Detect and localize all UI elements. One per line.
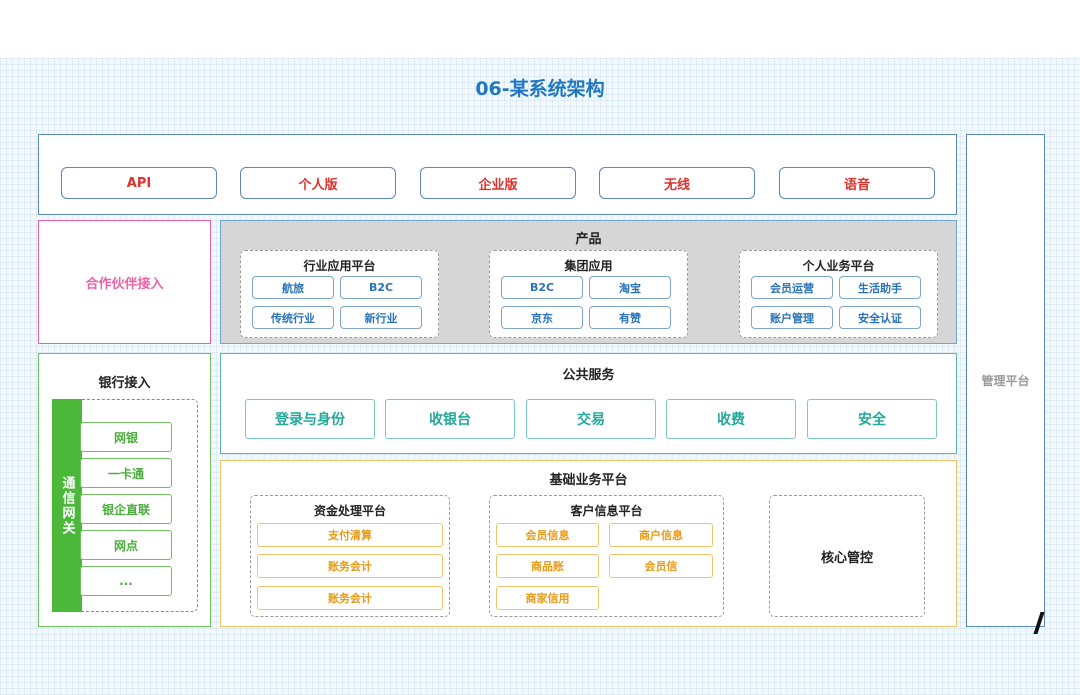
chip-jd: 京东 xyxy=(501,306,583,329)
channel-voice: 语音 xyxy=(779,167,935,199)
bank-access-box: 银行接入 通信网关 网银 一卡通 银企直联 网点 ... xyxy=(38,353,211,627)
management-label: 管理平台 xyxy=(981,374,1030,388)
personal-platform: 个人业务平台 会员运营 生活助手 账户管理 安全认证 xyxy=(739,250,938,338)
bank-item-branch: 网点 xyxy=(80,530,172,560)
funds-item-clearing: 支付清算 xyxy=(257,523,443,547)
chip-traditional: 传统行业 xyxy=(252,306,334,329)
management-platform: 管理平台 xyxy=(966,134,1045,627)
gateway-bar: 通信网关 xyxy=(52,399,82,612)
customer-platform-title: 客户信息平台 xyxy=(570,504,643,518)
bank-access-title: 银行接入 xyxy=(98,376,151,391)
customer-item-member: 会员信息 xyxy=(496,523,599,547)
public-services-layer: 公共服务 登录与身份 收银台 交易 收费 安全 xyxy=(220,353,957,454)
chip-hanglv: 航旅 xyxy=(252,276,334,299)
page-title: 06-某系统架构 xyxy=(475,78,605,100)
funds-platform-title: 资金处理平台 xyxy=(313,504,386,518)
svc-cashier: 收银台 xyxy=(385,399,515,439)
partner-access-label: 合作伙伴接入 xyxy=(85,276,164,292)
funds-item-accounting-2: 账务会计 xyxy=(257,586,443,610)
chip-security-auth: 安全认证 xyxy=(839,306,921,329)
bank-item-netbank: 网银 xyxy=(80,422,172,452)
product-title: 产品 xyxy=(575,232,602,247)
base-platform-layer: 基础业务平台 资金处理平台 支付清算 账务会计 账务会计 客户信息平台 会员信息… xyxy=(220,460,957,627)
personal-platform-title: 个人业务平台 xyxy=(802,259,875,273)
bank-item-card: 一卡通 xyxy=(80,458,172,488)
customer-item-credit: 商家信用 xyxy=(496,586,599,610)
group-apps: 集团应用 B2C 淘宝 京东 有赞 xyxy=(489,250,688,338)
chip-b2c: B2C xyxy=(340,276,422,299)
channel-wireless: 无线 xyxy=(599,167,755,199)
core-control: 核心管控 xyxy=(769,495,925,617)
industry-platform: 行业应用平台 航旅 B2C 传统行业 新行业 xyxy=(240,250,439,338)
svc-security: 安全 xyxy=(807,399,937,439)
svc-trade: 交易 xyxy=(526,399,656,439)
channel-layer: API 个人版 企业版 无线 语音 xyxy=(38,134,957,215)
core-control-label: 核心管控 xyxy=(820,550,873,566)
chip-account-mgmt: 账户管理 xyxy=(751,306,833,329)
svc-login: 登录与身份 xyxy=(245,399,375,439)
chip-new-industry: 新行业 xyxy=(340,306,422,329)
funds-item-accounting-1: 账务会计 xyxy=(257,554,443,578)
customer-platform: 客户信息平台 会员信息 商户信息 商品账 会员信 商家信用 xyxy=(489,495,724,617)
partner-access-box: 合作伙伴接入 xyxy=(38,220,211,344)
chip-youzan: 有赞 xyxy=(589,306,671,329)
product-layer: 产品 行业应用平台 航旅 B2C 传统行业 新行业 集团应用 B2C 淘宝 京东… xyxy=(220,220,957,344)
bank-item-more: ... xyxy=(80,566,172,596)
customer-item-member-2: 会员信 xyxy=(609,554,713,578)
gateway-label: 通信网关 xyxy=(59,475,75,536)
public-services-title: 公共服务 xyxy=(562,368,615,383)
channel-personal: 个人版 xyxy=(240,167,396,199)
chip-taobao: 淘宝 xyxy=(589,276,671,299)
chip-life-assistant: 生活助手 xyxy=(839,276,921,299)
chip-group-b2c: B2C xyxy=(501,276,583,299)
base-platform-title: 基础业务平台 xyxy=(549,473,628,488)
bank-item-direct: 银企直联 xyxy=(80,494,172,524)
customer-item-merchant: 商户信息 xyxy=(609,523,713,547)
group-apps-title: 集团应用 xyxy=(564,259,613,273)
funds-platform: 资金处理平台 支付清算 账务会计 账务会计 xyxy=(250,495,450,617)
customer-item-goods: 商品账 xyxy=(496,554,599,578)
industry-platform-title: 行业应用平台 xyxy=(303,259,376,273)
chip-member-ops: 会员运营 xyxy=(751,276,833,299)
channel-api: API xyxy=(61,167,217,199)
channel-enterprise: 企业版 xyxy=(420,167,576,199)
svc-fee: 收费 xyxy=(666,399,796,439)
